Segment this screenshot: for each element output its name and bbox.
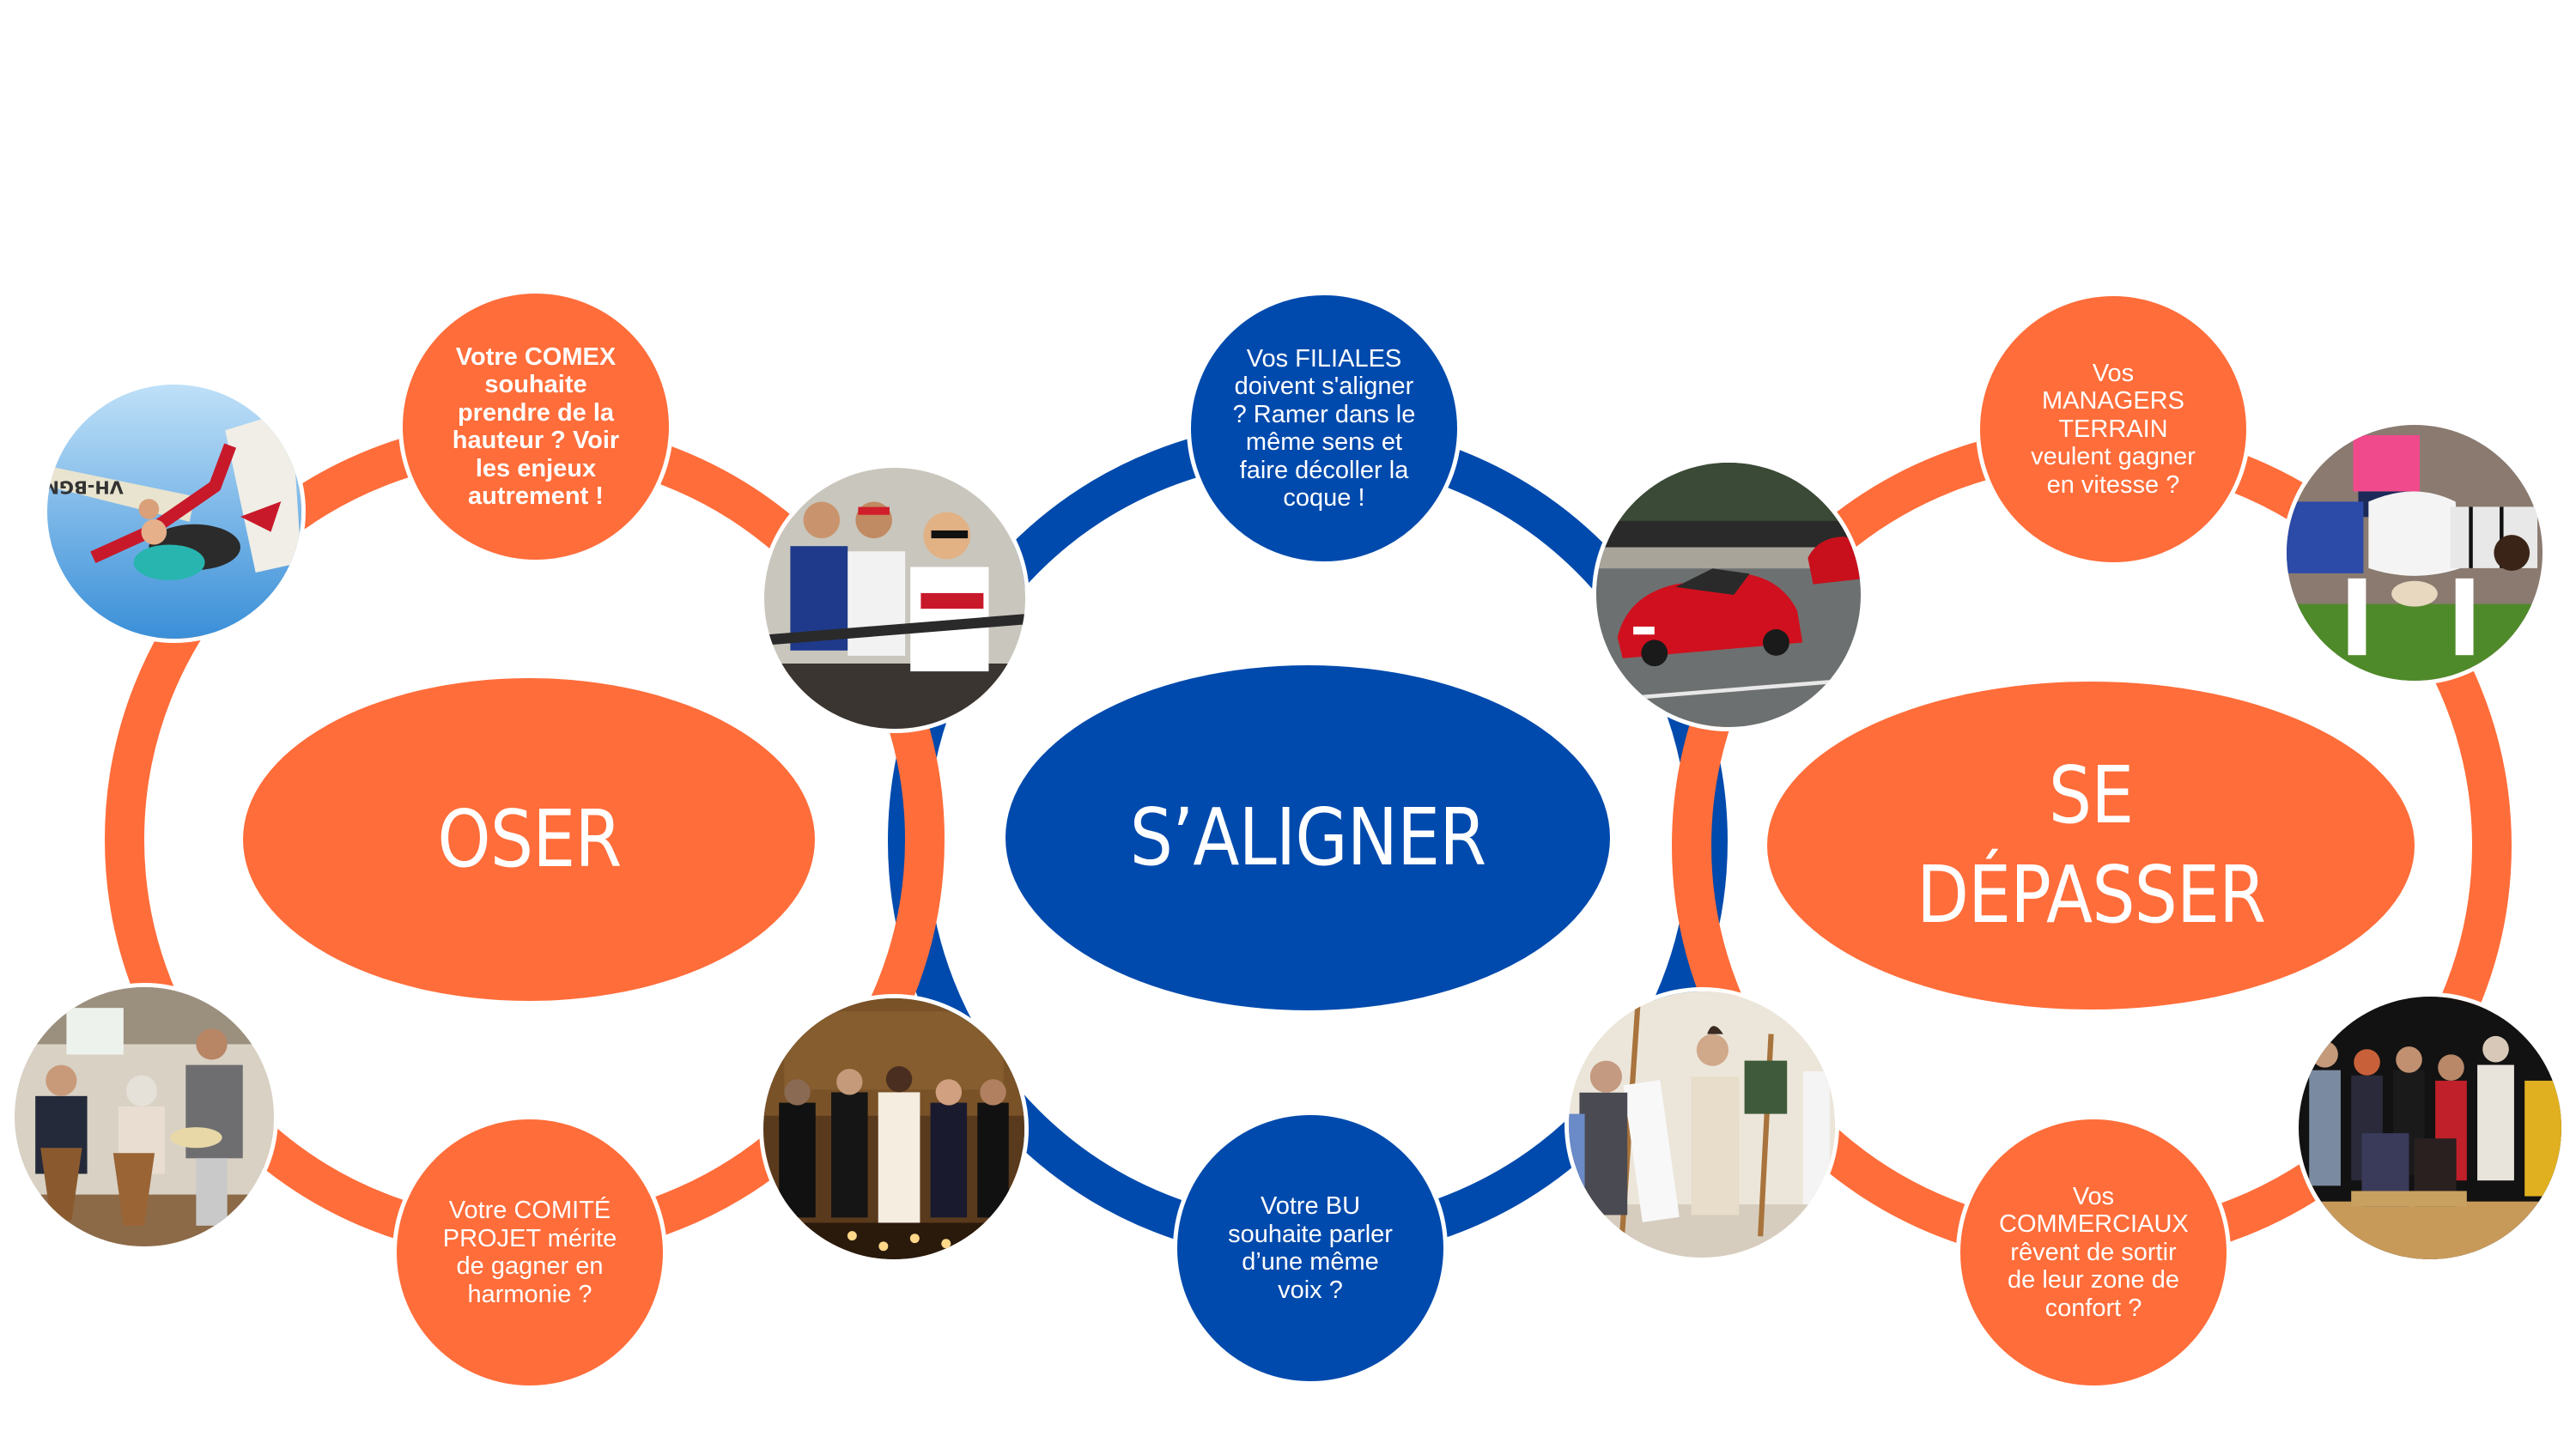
bubble-managers-terrain: Vos MANAGERS TERRAIN veulent gagner en v… (1976, 292, 2251, 567)
bubble-filiales: Vos FILIALES doivent s'aligner ? Ramer d… (1187, 291, 1461, 566)
bubble-comex-text: Votre COMEX souhaite prendre de la haute… (452, 343, 620, 511)
racing-car-photo (1592, 458, 1865, 731)
choir-photo (759, 994, 1029, 1264)
rowing-photo (760, 464, 1030, 733)
rugby-scrum-photo (2282, 421, 2547, 685)
bubble-bu-text: Votre BU souhaite parler d’une même voix… (1228, 1192, 1393, 1304)
pillar-sedepasser-label: SE DÉPASSER (1916, 749, 2266, 941)
bubble-commerciaux-text: Vos COMMERCIAUX rêvent de sortir de leur… (1999, 1182, 2189, 1322)
bubble-bu: Votre BU souhaite parler d’une même voix… (1173, 1111, 1448, 1385)
painting-class-photo (1564, 987, 1839, 1262)
bubble-filiales-text: Vos FILIALES doivent s'aligner ? Ramer d… (1232, 344, 1416, 512)
bubble-comex: Votre COMEX souhaite prendre de la haute… (398, 289, 673, 564)
pillar-saligner: S’ALIGNER (1005, 665, 1610, 1010)
pillar-saligner-label: S’ALIGNER (1129, 791, 1487, 883)
bubble-comite-projet: Votre COMITÉ PROJET mérite de gagner en … (392, 1115, 667, 1390)
bubble-managers-terrain-text: Vos MANAGERS TERRAIN veulent gagner en v… (2031, 359, 2196, 499)
plane-registration: VH-BGM (47, 476, 124, 497)
bubble-commerciaux: Vos COMMERCIAUX rêvent de sortir de leur… (1956, 1115, 2231, 1390)
bubble-comite-projet-text: Votre COMITÉ PROJET mérite de gagner en … (442, 1197, 617, 1308)
pillar-oser: OSER (243, 678, 815, 1001)
skydiving-photo: VH-BGM (43, 380, 306, 643)
pillar-sedepasser: SE DÉPASSER (1767, 682, 2415, 1009)
theatre-troupe-photo (2294, 992, 2566, 1264)
drums-photo (10, 983, 278, 1251)
pillar-oser-label: OSER (436, 793, 622, 885)
